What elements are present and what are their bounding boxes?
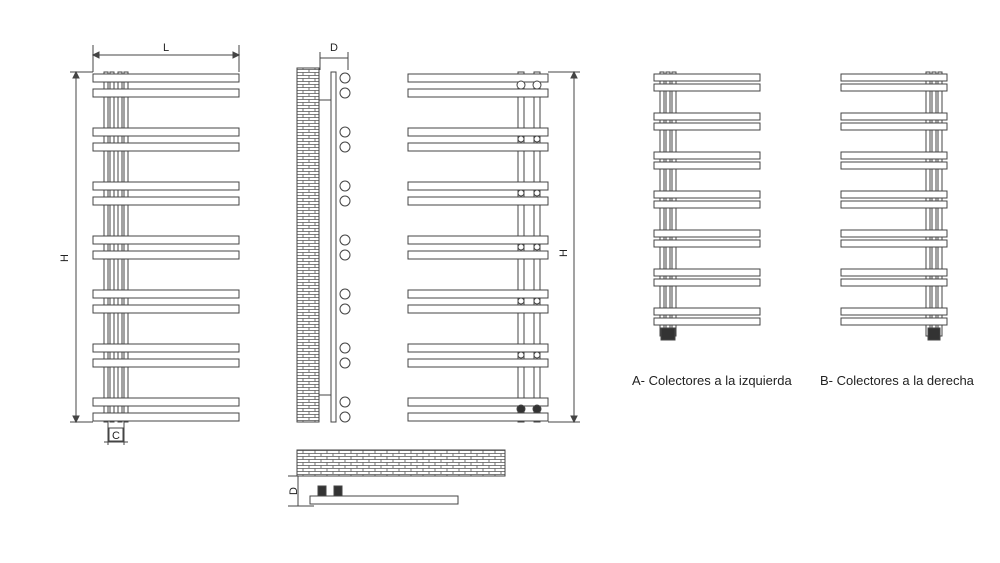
rear-height-dimension: H (548, 70, 580, 424)
collector-label: C (112, 430, 120, 442)
valve-right (333, 485, 343, 497)
front-view-radiator: L H C (59, 42, 241, 445)
front-collector-tubes (103, 71, 129, 423)
side-bar-profiles (339, 72, 351, 423)
top-depth-dimension: D (288, 475, 314, 507)
caption-collectors-left: A- Colectores a la izquierda (632, 373, 792, 388)
variant-a-radiator: A- Colectores a la izquierda (632, 71, 792, 388)
wall-brackets (319, 99, 331, 396)
height-dimension: H (59, 70, 93, 424)
top-radiator-profile (309, 495, 459, 505)
width-label: L (163, 42, 169, 54)
caption-collectors-right: B- Colectores a la derecha (820, 373, 975, 388)
variant-a-valve (660, 327, 676, 341)
wall-brick (296, 67, 320, 423)
variant-b-bars (840, 73, 948, 326)
top-depth-label: D (288, 487, 300, 495)
variant-b-radiator: B- Colectores a la derecha (820, 71, 975, 388)
rear-joints (516, 80, 542, 414)
rear-view-radiator: H (407, 70, 580, 424)
side-view-radiator: D (296, 42, 351, 423)
valve-left (317, 485, 327, 497)
rear-height-label: H (558, 249, 570, 257)
height-label: H (59, 254, 71, 262)
wall-brick-top (296, 449, 506, 477)
variant-b-valve (927, 327, 941, 341)
depth-dimension: D (319, 42, 349, 70)
side-collector-tube (330, 71, 337, 423)
variant-a-bars (653, 73, 761, 326)
rear-horizontal-bars (407, 73, 549, 422)
width-dimension: L (91, 42, 241, 72)
top-view-radiator: D (288, 449, 506, 507)
front-horizontal-bars (92, 73, 240, 422)
depth-label: D (330, 42, 338, 54)
